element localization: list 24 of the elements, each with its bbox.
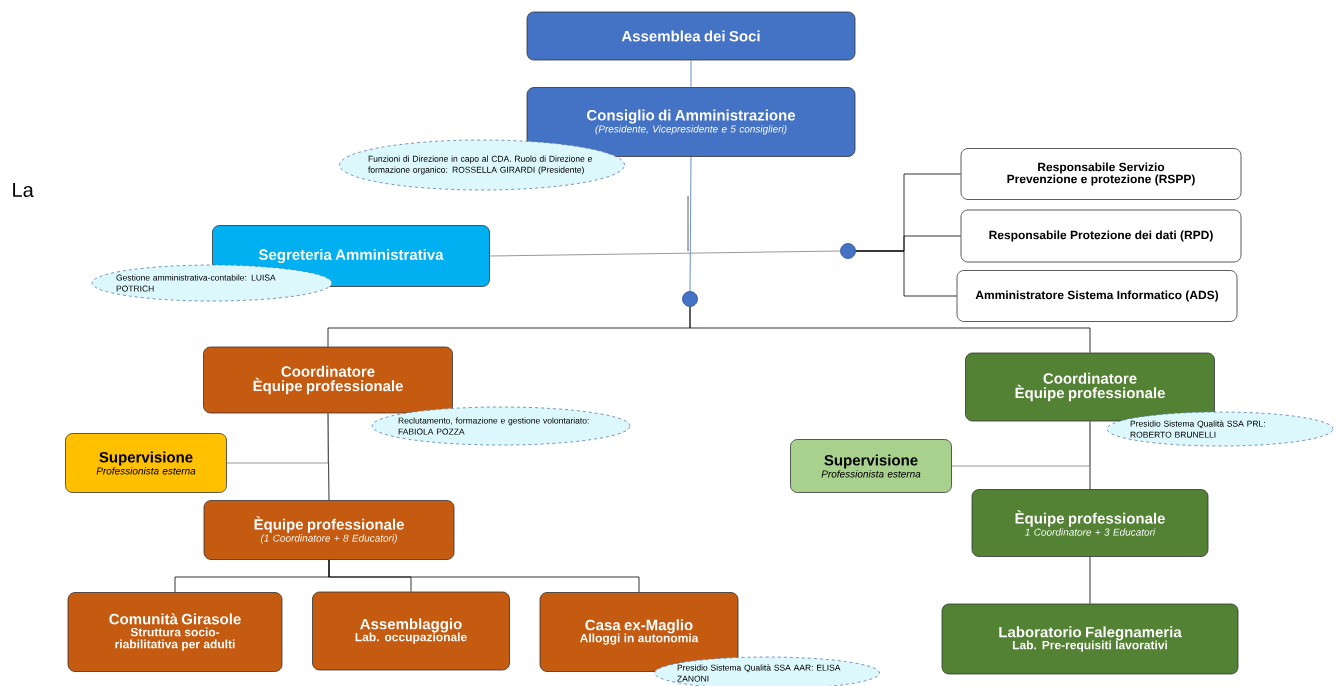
connector-line <box>690 60 692 88</box>
org-box: Responsabile Servizio Prevenzione e protezione (RSPP) <box>960 148 1242 200</box>
org-box: Èquipe professionale 1 Coordinatore + 3 Educatori <box>971 489 1209 557</box>
org-box: Assemblaggio Lab. occupazionale <box>312 591 510 671</box>
connector-line <box>489 250 841 257</box>
connector-line <box>328 559 640 593</box>
org-box: Supervisione Professionista esterna <box>790 439 952 493</box>
junction-dot <box>840 243 856 259</box>
org-box: Amministratore Sistema Informatico (ADS) <box>956 270 1238 322</box>
org-box: Responsabile Protezione dei dati (RPD) <box>960 209 1242 263</box>
connector-line <box>689 156 692 292</box>
org-box: Assemblea dei Soci <box>526 11 856 61</box>
junction-dot <box>682 291 698 307</box>
org-box: Coordinatore Èquipe professionale <box>203 346 453 414</box>
side-label: La <box>13 183 34 197</box>
connector-line <box>689 306 1091 353</box>
connector-line <box>1089 556 1091 604</box>
connector-line <box>951 421 1091 467</box>
connector-line <box>855 250 957 297</box>
org-box: Comunità Girasole Struttura socio-riabilitativa per adulti <box>67 592 283 672</box>
connector-line <box>226 413 329 464</box>
org-box: Laboratorio Falegnameria Lab. Pre-requisiti lavorativi <box>941 603 1239 675</box>
org-box: Èquipe professionale (1 Coordinatore + 8 Educatori) <box>203 500 455 560</box>
org-box: Supervisione Professionista esterna <box>65 433 227 493</box>
